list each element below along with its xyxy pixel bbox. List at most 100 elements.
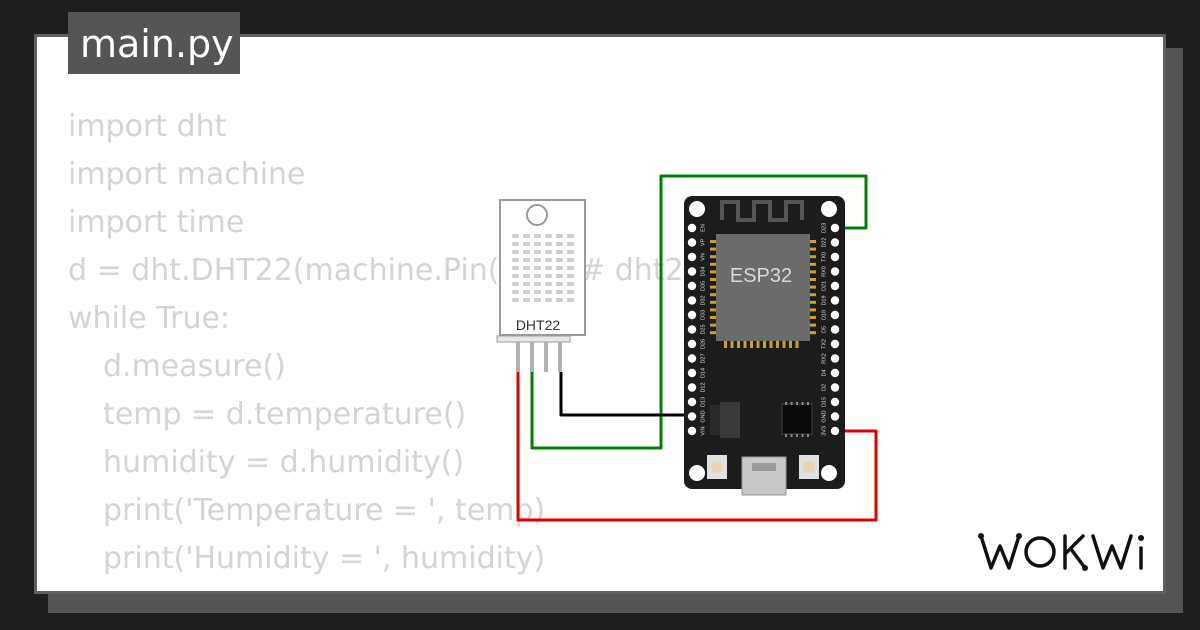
right-pin-tx0[interactable]: [830, 252, 840, 262]
right-pin-rx0[interactable]: [830, 267, 840, 276]
left-pin-d27[interactable]: [687, 354, 697, 363]
left-pin-d14[interactable]: [687, 368, 697, 378]
right-pin-header[interactable]: D23D22TX0RX0D21D19D18D5TX2RX2D4D2D15GND3…: [821, 223, 840, 436]
right-pin-gnd[interactable]: [830, 412, 840, 421]
usb-connector[interactable]: [741, 456, 787, 496]
right-pin-d5[interactable]: [830, 325, 840, 334]
pin-label: D35: [700, 281, 706, 291]
data-wire[interactable]: [530, 174, 868, 450]
power-wire[interactable]: [516, 372, 878, 522]
grille-slot: [556, 290, 563, 294]
code-line: d.measure(): [103, 349, 286, 384]
right-pin-d21[interactable]: [830, 281, 840, 291]
grille-slot: [545, 274, 552, 278]
code-line: print('Humidity = ', humidity): [103, 541, 546, 576]
left-pin-en[interactable]: [687, 223, 697, 233]
module-pin: [710, 316, 716, 319]
grille-slot: [556, 250, 563, 254]
sensor-label: DHT22: [516, 317, 561, 333]
pin-label: D18: [821, 310, 827, 320]
grille-slot: [512, 290, 519, 294]
pin-label: RX2: [821, 353, 827, 364]
grille-slot: [545, 266, 552, 270]
module-pin: [710, 331, 716, 335]
left-pin-d35[interactable]: [687, 281, 697, 291]
right-pin-d22[interactable]: [830, 238, 840, 247]
grille-slot: [534, 258, 541, 262]
left-pin-gnd[interactable]: [687, 412, 697, 421]
dht22-sensor[interactable]: DHT22: [496, 199, 586, 372]
grille-slot: [534, 282, 541, 286]
module-pin: [710, 278, 716, 281]
grille-slot: [523, 258, 530, 262]
grille-slot: [556, 234, 563, 238]
module-pin: [737, 341, 740, 348]
left-pin-d33[interactable]: [687, 310, 697, 320]
code-line: print('Temperature = ', temp): [103, 493, 546, 528]
reset-button[interactable]: [707, 455, 727, 479]
right-pin-d19[interactable]: [830, 296, 840, 305]
sensor-pin: [516, 342, 520, 372]
wokwi-logo: [978, 533, 1144, 571]
pin-label: RX0: [821, 266, 827, 277]
module-pin: [763, 341, 766, 348]
right-pin-d18[interactable]: [830, 310, 840, 320]
left-pin-vn[interactable]: [687, 252, 697, 262]
sensor-pin: [558, 342, 562, 372]
left-pin-d34[interactable]: [687, 267, 697, 276]
module-pin: [810, 293, 816, 297]
left-pin-d12[interactable]: [687, 383, 697, 392]
left-pin-d26[interactable]: [687, 339, 697, 349]
module-pin: [710, 247, 716, 251]
left-pin-d25[interactable]: [687, 325, 697, 334]
grille-slot: [534, 242, 541, 246]
grille-slot: [534, 290, 541, 294]
left-pin-header[interactable]: ENVPVND34D35D32D33D25D26D27D14D12D13GNDV…: [687, 223, 707, 436]
right-pin-d23[interactable]: [830, 223, 840, 233]
left-pin-d13[interactable]: [687, 397, 697, 407]
file-tab[interactable]: main.py: [68, 12, 240, 74]
code-line: temp = d.temperature(): [103, 397, 467, 432]
right-pin-d15[interactable]: [830, 397, 840, 407]
boot-button[interactable]: [799, 455, 819, 479]
right-pin-d2[interactable]: [830, 383, 840, 392]
antenna-trace: [720, 200, 804, 222]
ground-wire[interactable]: [559, 372, 692, 417]
grille-slot: [534, 250, 541, 254]
pin-label: D4: [821, 369, 827, 376]
grille-slot: [534, 234, 541, 238]
module-pin: [810, 285, 816, 289]
module-pin: [710, 293, 716, 297]
grille-slot: [512, 242, 519, 246]
pin-label: D13: [700, 397, 706, 407]
left-pin-vp[interactable]: [687, 238, 697, 247]
grille-slot: [567, 298, 574, 302]
module-pin: [710, 323, 716, 327]
grille-slot: [567, 266, 574, 270]
right-pin-tx2[interactable]: [830, 339, 840, 349]
grille-slot: [567, 258, 574, 262]
grille-slot: [523, 298, 530, 302]
right-pin-rx2[interactable]: [830, 354, 840, 363]
module-pin: [810, 300, 816, 304]
grille-slot: [534, 274, 541, 278]
left-pin-d32[interactable]: [687, 296, 697, 305]
left-pin-vin[interactable]: [687, 426, 697, 436]
right-pin-d4[interactable]: [830, 368, 840, 378]
module-pin: [810, 323, 816, 327]
grille-slot: [545, 290, 552, 294]
module-pin: [795, 341, 799, 348]
module-pin: [789, 341, 792, 348]
grille-slot: [567, 250, 574, 254]
grille-slot: [567, 274, 574, 278]
right-pin-3v3[interactable]: [830, 426, 840, 436]
pin-label: D25: [700, 324, 706, 334]
code-line: import time: [68, 205, 245, 240]
code-line: import dht: [68, 109, 227, 144]
grille-slot: [523, 250, 530, 254]
code-line: humidity = d.humidity(): [103, 445, 465, 480]
pin-label: GND: [821, 410, 827, 422]
esp32-board[interactable]: ESP32 ENVPVND34D35D32D33D25D26D27D14D12D…: [684, 196, 845, 496]
